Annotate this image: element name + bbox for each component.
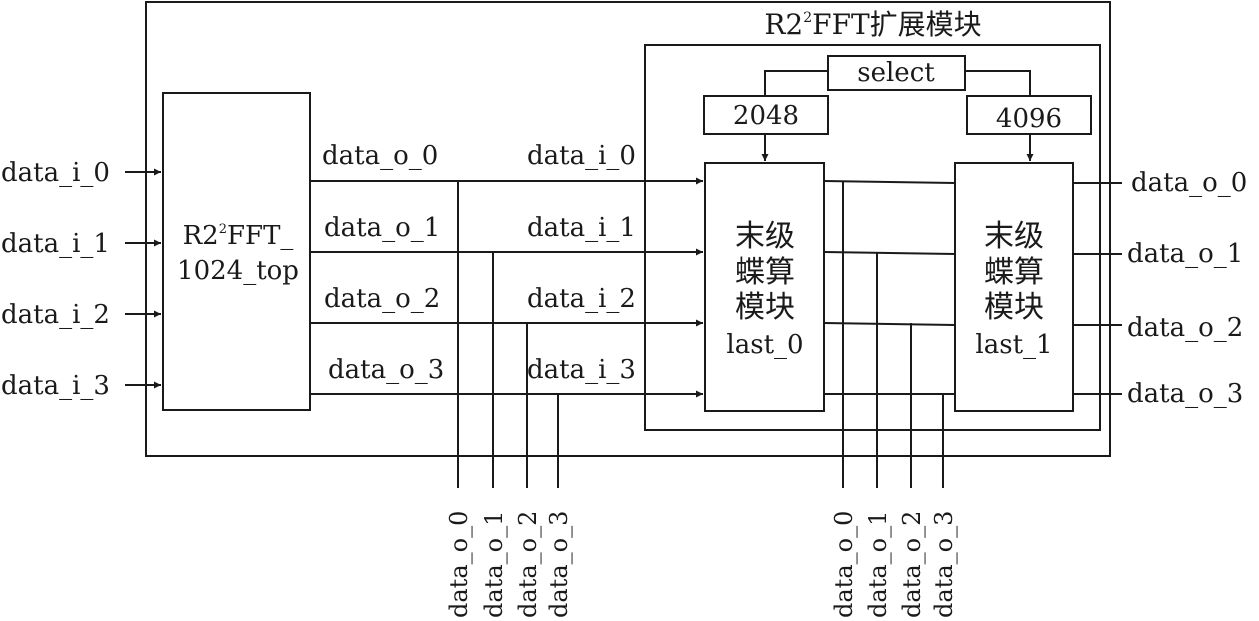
tap-group-b-wires <box>842 181 944 488</box>
extension-module-title: R22FFT扩展模块 <box>764 8 981 41</box>
size-2048-box <box>703 95 829 135</box>
final-output-label-2: data_o_2 <box>1127 313 1243 343</box>
tap-b-label-2: data_o_2 <box>898 511 926 618</box>
last1-label-line3: 模块 <box>984 290 1044 325</box>
fft-output-label-1: data_o_1 <box>324 213 440 243</box>
tap-a-label-3: data_o_3 <box>545 511 573 618</box>
input-label-3: data_i_3 <box>1 371 110 401</box>
final-output-label-3: data_o_3 <box>1127 379 1243 409</box>
fft-to-last0-wires <box>310 177 703 398</box>
last0-label-line3: 模块 <box>735 290 795 325</box>
select-label: select <box>857 58 935 88</box>
tap-b-label-1: data_o_1 <box>864 511 892 618</box>
ext-input-label-0: data_i_0 <box>527 141 636 171</box>
fft-output-label-2: data_o_2 <box>324 284 440 314</box>
last1-block <box>954 162 1074 412</box>
last1-label-line2: 蝶算 <box>984 255 1044 290</box>
last0-to-last1-wires <box>823 180 956 395</box>
size-4096-label: 4096 <box>996 104 1062 134</box>
last0-block <box>704 162 825 412</box>
input-label-0: data_i_0 <box>1 158 110 188</box>
last0-label-line1: 末级 <box>735 219 795 254</box>
fft-output-label-3: data_o_3 <box>328 355 444 385</box>
select-to-4096-wire <box>965 70 1031 96</box>
tap-b-label-3: data_o_3 <box>930 511 958 618</box>
fft-1024-block <box>162 92 311 411</box>
tap-a-label-1: data_o_1 <box>480 511 508 618</box>
tap-b-label-0: data_o_0 <box>830 511 858 618</box>
ext-input-label-3: data_i_3 <box>527 355 636 385</box>
tap-a-label-2: data_o_2 <box>514 511 542 618</box>
input-label-2: data_i_2 <box>1 300 110 330</box>
input-label-1: data_i_1 <box>1 229 110 259</box>
last0-label-line2: 蝶算 <box>735 255 795 290</box>
ext-input-label-1: data_i_1 <box>527 213 636 243</box>
tap-group-a-wires <box>457 181 559 488</box>
select-to-2048-wire <box>764 70 828 96</box>
fft-output-label-0: data_o_0 <box>322 141 438 171</box>
size-2048-label: 2048 <box>733 101 799 131</box>
last0-label-line4: last_0 <box>726 330 803 360</box>
final-output-label-1: data_o_1 <box>1127 239 1243 269</box>
left-input-arrows <box>125 168 161 389</box>
tap-a-label-0: data_o_0 <box>445 511 473 618</box>
fft-block-label-line1: R22FFT_ <box>183 221 294 251</box>
fft-block-label-line2: 1024_top <box>177 256 299 286</box>
last1-label-line4: last_1 <box>975 330 1052 360</box>
select-box <box>827 55 966 91</box>
last1-label-line1: 末级 <box>984 219 1044 254</box>
final-output-label-0: data_o_0 <box>1131 168 1247 198</box>
final-output-wires <box>1073 182 1122 395</box>
ext-input-label-2: data_i_2 <box>527 284 636 314</box>
